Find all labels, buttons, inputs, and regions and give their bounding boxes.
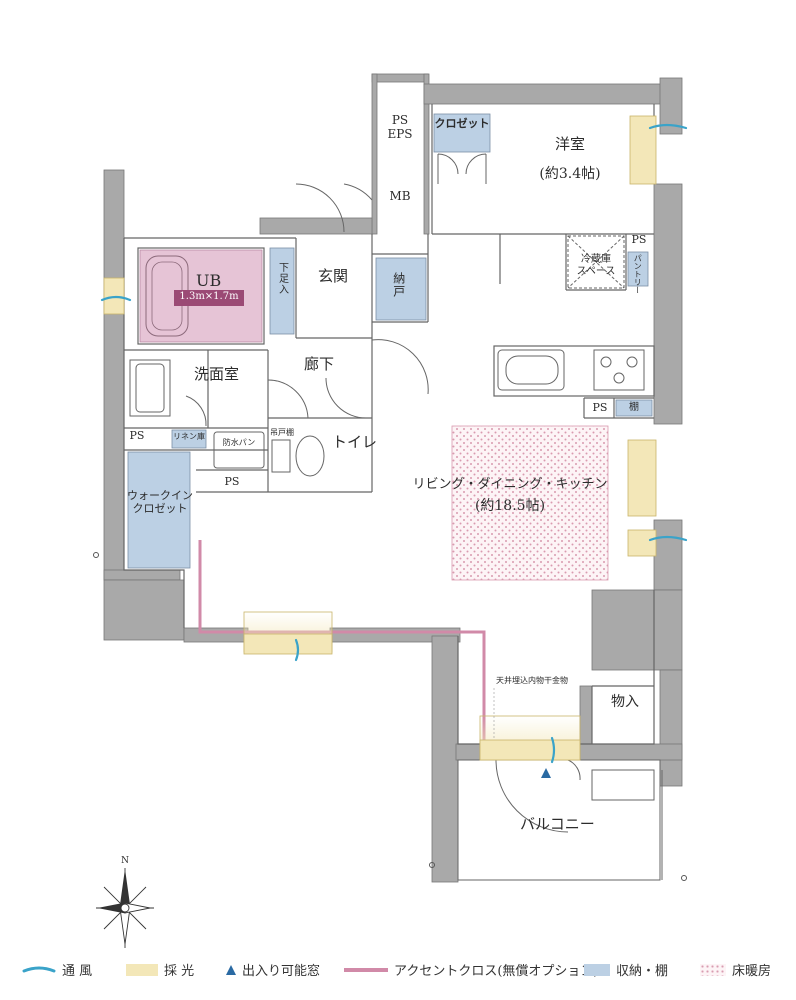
linen-shelf-label: リネン庫 (173, 432, 205, 441)
legend-label: 通 風 (62, 964, 93, 979)
western-room-size: (約3.4帖) (539, 166, 601, 182)
unit-bath-label: UB (196, 271, 222, 290)
walk-in-closet-fill (127, 451, 191, 569)
wind-ldk-icon (648, 535, 688, 542)
legend-label: アクセントクロス(無償オプション) (394, 964, 599, 979)
light-ldk-upper (627, 439, 657, 517)
legend-item-light: 採 光 (126, 960, 194, 979)
balcony-label: バルコニー (520, 815, 595, 833)
compass-north-label: N (121, 856, 129, 866)
wind-south-right-icon (550, 736, 556, 764)
wind-bath-icon (100, 295, 132, 302)
linen-fill (171, 429, 207, 449)
entrance-label: 玄関 (318, 267, 349, 285)
ldk-label: リビング・ダイニング・キッチン (412, 477, 608, 492)
ps-wic-label: PS (224, 475, 240, 488)
accessible-window-icon (541, 768, 551, 778)
closet-fill (433, 113, 491, 153)
light-ldk-lower (627, 529, 657, 557)
hallway-label: 廊下 (304, 355, 335, 373)
storage-small-label: 物入 (611, 694, 639, 710)
ps-wash-label: PS (129, 429, 145, 442)
ceiling-hanger-label: 天井埋込内物干金物 (496, 676, 568, 685)
shoe-storage-label: 下足入 (276, 262, 288, 295)
legend-label: 出入り可能窓 (242, 964, 321, 979)
wind-south-left-icon (294, 638, 300, 662)
light-swatch (126, 963, 158, 976)
ldk-size: (約18.5帖) (474, 498, 546, 514)
legend-label: 収納・棚 (616, 964, 669, 979)
ps-sink-label: PS (592, 401, 608, 414)
legend-item-floorheat: 床暖房 (700, 960, 771, 979)
fridge-space-label: 冷蔵庫 スペース (576, 254, 616, 277)
legend-label: 床暖房 (732, 964, 772, 979)
walk-in-closet-label: ウォークイン クロゼット (127, 489, 193, 515)
bath-size-tag (174, 290, 244, 306)
legend-item-accent: アクセントクロス(無償オプション) (344, 960, 599, 979)
legend-item-wind: 通 風 (22, 960, 92, 979)
western-room-label: 洋室 (554, 135, 585, 153)
compass-icon (96, 868, 154, 948)
legend-item-window: 出入り可能窓 (226, 960, 320, 979)
legend-item-storage: 収納・棚 (584, 960, 668, 979)
storage-room-label: 納戸 (391, 272, 406, 298)
legend: 通 風 採 光 出入り可能窓 アクセントクロス(無償オプション) 収納・棚 床暖… (0, 952, 796, 988)
shoe-storage-fill (269, 247, 295, 335)
shelf-fill (615, 399, 653, 417)
shelf-label: 棚 (629, 402, 639, 413)
storage-fills (127, 113, 653, 569)
ps-kitchen-label: PS (631, 233, 647, 246)
unit-bath-size: 1.3m×1.7m (179, 291, 239, 302)
wind-arrows (100, 123, 688, 764)
storage-room-fill (375, 257, 427, 321)
legend-label: 採 光 (164, 964, 195, 979)
exterior-walls (103, 73, 683, 883)
fixtures (129, 153, 663, 881)
waterproof-pan-label: 防水パン (222, 438, 256, 447)
accent-line (344, 967, 388, 972)
washroom-label: 洗面室 (194, 365, 240, 383)
hanging-shelf-label: 吊戸棚 (270, 428, 294, 437)
storage-swatch (584, 963, 610, 976)
floor-heating-area (451, 425, 609, 581)
accent-cloth-line (198, 540, 486, 744)
toilet-label: トイレ (332, 433, 378, 451)
pantry-label: パントリー (633, 254, 643, 294)
ps-eps-label: PS EPS (387, 113, 413, 141)
wind-western-icon (648, 123, 688, 130)
mb-label: MB (389, 189, 411, 203)
floorheat-swatch (700, 963, 726, 976)
pantry-fill (627, 251, 649, 287)
closet-label: クロゼット (434, 117, 490, 130)
wind-icon (22, 966, 56, 972)
triangle-icon (226, 964, 236, 975)
